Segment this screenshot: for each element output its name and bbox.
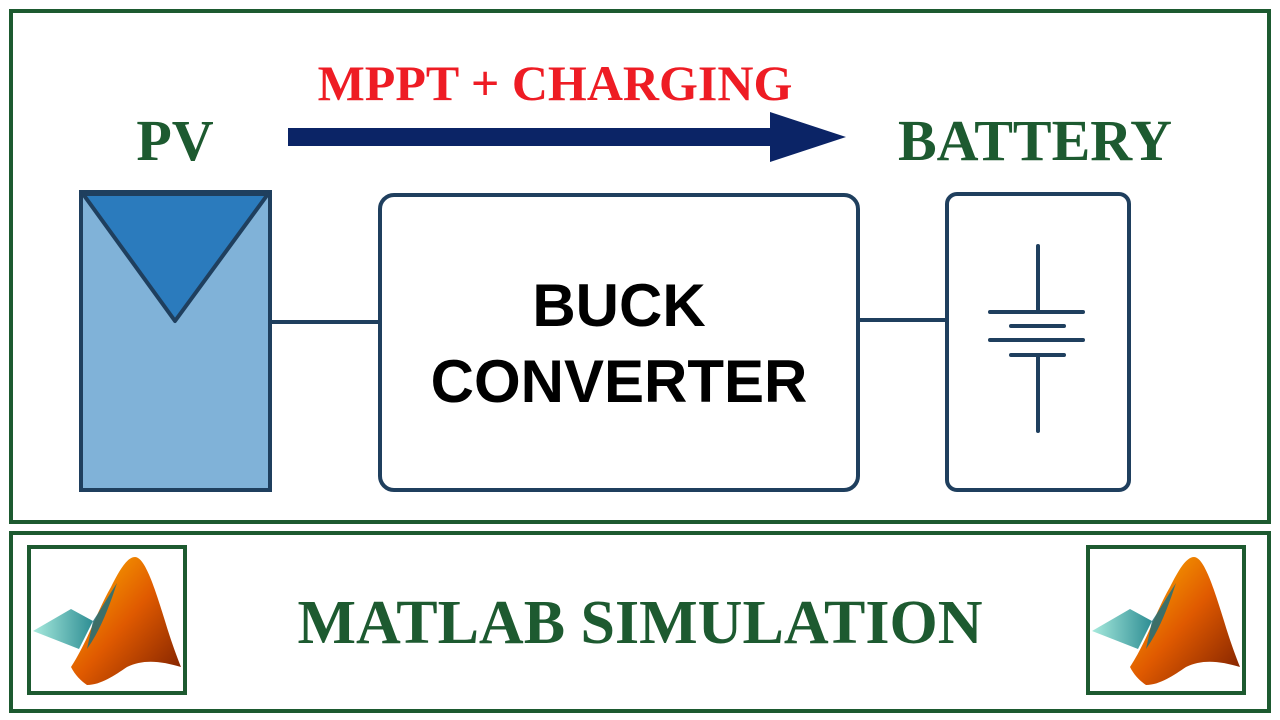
footer-title: MATLAB SIMULATION (297, 589, 983, 657)
diagram-frame (9, 9, 1271, 524)
matlab-logo-icon (33, 557, 181, 685)
footer-frame (9, 531, 1271, 713)
battery-label: BATTERY (897, 108, 1173, 173)
buck-converter-block (378, 193, 860, 492)
flow-arrow-icon (288, 112, 846, 162)
matlab-logo-icon (1092, 557, 1240, 685)
matlab-logo-right (1086, 545, 1246, 695)
pv-panel-icon (79, 190, 272, 492)
battery-symbol-icon (988, 244, 1085, 433)
matlab-logo-left (27, 545, 187, 695)
converter-label-line1: BUCK (532, 272, 706, 339)
pv-label: PV (136, 108, 214, 173)
diagram-title: MPPT + CHARGING (317, 55, 793, 111)
converter-label-line2: CONVERTER (430, 348, 808, 415)
